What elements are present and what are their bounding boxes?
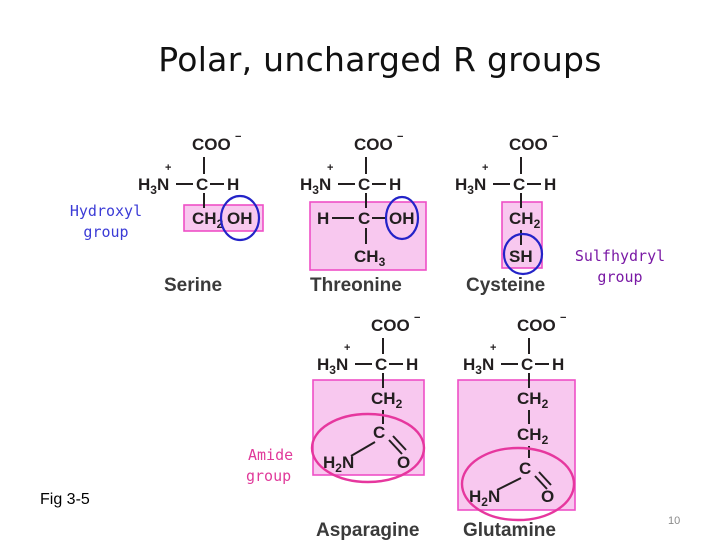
serine-carboxylate-charge: − [235, 131, 241, 143]
glutamine-ch2-gamma: CH2 [517, 425, 549, 447]
threonine-carboxylate: COO [354, 135, 393, 154]
amide-annotation-line-2: group [246, 467, 292, 485]
asparagine-bond-c-n [350, 441, 376, 457]
threonine-hydroxyl-ring [384, 195, 420, 241]
cysteine-carboxylate-charge: − [552, 131, 558, 143]
serine-ch2: CH2 [192, 209, 224, 231]
hydroxyl-annotation-line-2: group [83, 223, 129, 241]
glutamine-label: Glutamine [463, 520, 556, 541]
threonine-beta-carbon: C [358, 209, 370, 228]
asparagine-amino-charge: + [344, 342, 350, 354]
threonine-alpha-carbon: C [358, 175, 370, 194]
hydroxyl-group-annotation: Hydroxyl group [56, 201, 156, 243]
asparagine-amino-group: H3N [317, 355, 348, 377]
figure-label: Fig 3-5 [40, 491, 90, 508]
serine-carboxylate: COO [192, 135, 231, 154]
serine-amino-group: H3N [138, 175, 169, 197]
asparagine-bond-c-o-2 [392, 435, 407, 451]
sulfhydryl-annotation-line-2: group [597, 268, 643, 286]
amide-group-annotation: Amide group [236, 445, 314, 487]
glutamine-bond-c-o-2 [538, 471, 552, 486]
serine-structure: COO − + H3N C H CH2 OH Serine [138, 131, 264, 296]
threonine-amino-charge: + [327, 162, 333, 174]
cysteine-alpha-hydrogen: H [544, 175, 556, 194]
serine-alpha-carbon: C [196, 175, 208, 194]
sulfhydryl-group-annotation: Sulfhydryl group [560, 246, 680, 288]
sulfhydryl-annotation-line-1: Sulfhydryl [574, 247, 666, 265]
cysteine-structure: COO − + H3N C H CH2 SH Cysteine [455, 131, 558, 296]
threonine-alpha-hydrogen: H [389, 175, 401, 194]
glutamine-structure: COO − + H3N C H CH2 CH2 C H2N O Glutamin… [457, 312, 576, 541]
asparagine-alpha-hydrogen: H [406, 355, 418, 374]
cysteine-label: Cysteine [466, 275, 545, 296]
glutamine-alpha-hydrogen: H [552, 355, 564, 374]
threonine-oh: OH [389, 209, 415, 228]
glutamine-h2n: H2N [469, 487, 500, 509]
asparagine-carboxylate: COO [371, 316, 410, 335]
serine-label: Serine [164, 275, 222, 296]
page-number: 10 [668, 515, 681, 527]
threonine-label: Threonine [310, 275, 402, 296]
cysteine-sh: SH [509, 247, 533, 266]
glutamine-bond-c-n [496, 477, 522, 491]
threonine-r-group-box [309, 201, 427, 271]
glutamine-amide-oxygen: O [541, 487, 554, 506]
serine-oh: OH [227, 209, 253, 228]
threonine-amino-group: H3N [300, 175, 331, 197]
hydroxyl-annotation-line-1: Hydroxyl [69, 202, 143, 220]
asparagine-r-group-box [312, 379, 425, 476]
cysteine-amino-charge: + [482, 162, 488, 174]
threonine-carboxylate-charge: − [397, 131, 403, 143]
glutamine-amino-charge: + [490, 342, 496, 354]
glutamine-carboxylate: COO [517, 316, 556, 335]
cysteine-alpha-carbon: C [513, 175, 525, 194]
glutamine-carboxylate-charge: − [560, 312, 566, 324]
slide-title: Polar, uncharged R groups [158, 40, 602, 79]
serine-hydroxyl-ring [219, 194, 261, 242]
threonine-ch3: CH3 [354, 247, 386, 269]
serine-amino-charge: + [165, 162, 171, 174]
asparagine-structure: COO − + H3N C H CH2 C H2N O Asparagine [310, 312, 426, 541]
glutamine-ch2-beta: CH2 [517, 389, 549, 411]
threonine-structure: COO − + H3N C H H C OH CH3 Threonine [300, 131, 427, 296]
glutamine-amino-group: H3N [463, 355, 494, 377]
glutamine-amide-ring [460, 446, 576, 522]
asparagine-amide-ring [310, 412, 426, 484]
asparagine-label: Asparagine [316, 520, 419, 541]
serine-alpha-hydrogen: H [227, 175, 239, 194]
cysteine-carboxylate: COO [509, 135, 548, 154]
cysteine-amino-group: H3N [455, 175, 486, 197]
asparagine-amide-carbon: C [373, 423, 385, 442]
cysteine-sulfhydryl-ring [502, 232, 544, 276]
asparagine-amide-oxygen: O [397, 453, 410, 472]
asparagine-ch2: CH2 [371, 389, 403, 411]
glutamine-r-group-box [457, 379, 576, 511]
glutamine-bond-c-o-1 [534, 475, 548, 490]
asparagine-alpha-carbon: C [375, 355, 387, 374]
asparagine-bond-c-o-1 [388, 439, 403, 455]
asparagine-h2n: H2N [323, 453, 354, 475]
cysteine-ch2: CH2 [509, 209, 541, 231]
asparagine-carboxylate-charge: − [414, 312, 420, 324]
glutamine-alpha-carbon: C [521, 355, 533, 374]
threonine-beta-hydrogen: H [317, 209, 329, 228]
amide-annotation-line-1: Amide [248, 446, 294, 464]
glutamine-amide-carbon: C [519, 459, 531, 478]
